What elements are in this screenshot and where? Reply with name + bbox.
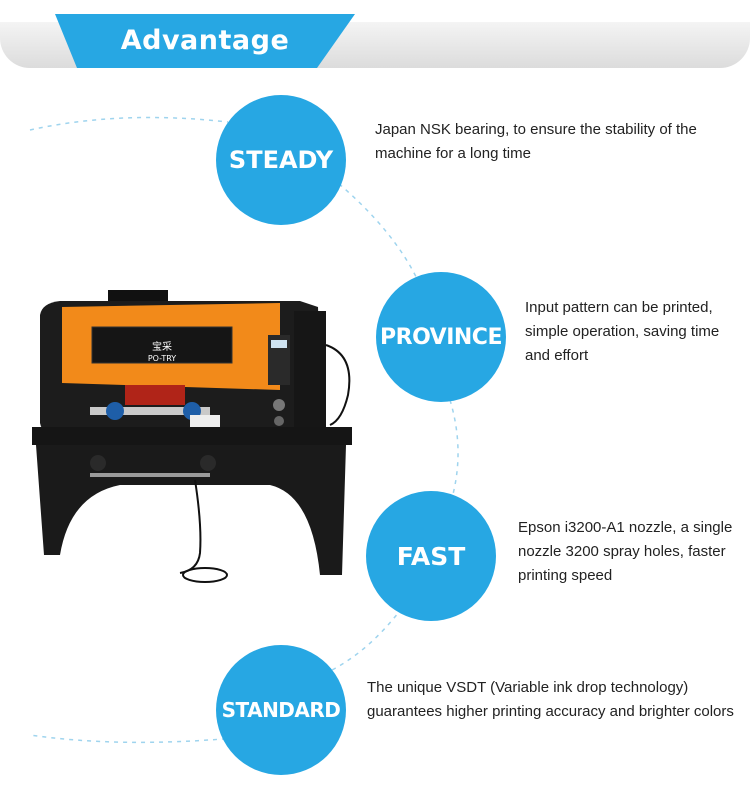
feature-circle-fast: FAST	[366, 491, 496, 621]
feature-title: PROVINCE	[380, 324, 502, 350]
feature-description: The unique VSDT (Variable ink drop techn…	[367, 679, 734, 720]
header-tab	[55, 14, 355, 68]
feature-description: Input pattern can be printed, simple ope…	[525, 299, 720, 364]
feature-title: STANDARD	[221, 698, 341, 722]
machine-brand: PO-TRY	[148, 354, 176, 363]
page-title: Advantage	[120, 25, 290, 56]
feature-description: Japan NSK bearing, to ensure the stabili…	[375, 121, 697, 162]
feature-circle-standard: STANDARD	[216, 645, 346, 775]
feature-circle-steady: STEADY	[216, 95, 346, 225]
printer-machine-image: 宝采 PO-TRY	[32, 290, 352, 583]
feature-title: STEADY	[228, 146, 334, 174]
feature-description: Epson i3200-A1 nozzle, a single nozzle 3…	[518, 519, 733, 584]
feature-title: FAST	[396, 541, 466, 571]
feature-circle-province: PROVINCE	[376, 272, 506, 402]
machine-brand-cn: 宝采	[152, 340, 172, 353]
